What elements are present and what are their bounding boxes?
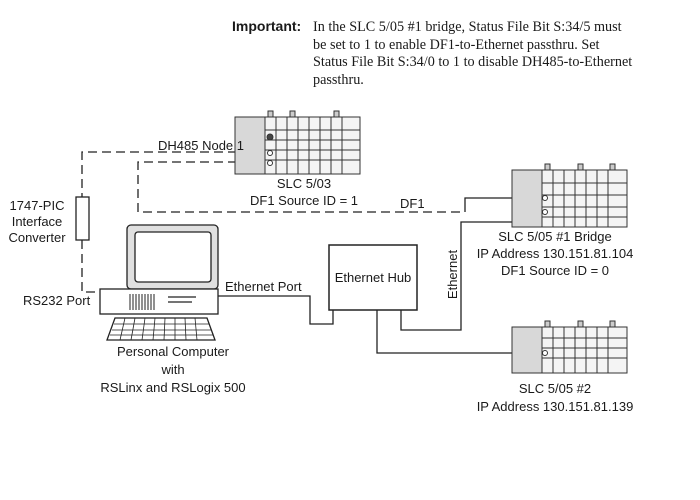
- note-label: Important:: [232, 18, 302, 34]
- pic-converter-box: [75, 196, 90, 241]
- hub-slc2-cable: [376, 310, 542, 354]
- bridge-df1-id: DF1 Source ID = 0: [500, 263, 610, 278]
- slc-503-name: SLC 5/03: [276, 176, 332, 191]
- ethernet-port-label: Ethernet Port: [225, 279, 302, 294]
- rs232-port-label: RS232 Port: [23, 293, 91, 308]
- ethernet-hub-label: Ethernet Hub: [334, 270, 412, 285]
- ethernet-hub-box: [328, 244, 418, 311]
- pc-label-line1: Personal Computer: [117, 344, 229, 359]
- df1-link-label: DF1: [400, 196, 425, 211]
- bridge-label-line1: SLC 5/05 #1 Bridge: [498, 229, 612, 244]
- slc-505-2-rack-icon: [511, 320, 628, 374]
- slc-505-bridge-rack-icon: [511, 163, 628, 228]
- pic-label-line1: 1747-PIC: [9, 198, 65, 213]
- dh485-node-label: DH485 Node 1: [158, 138, 244, 153]
- pc-label-line3: RSLinx and RSLogix 500: [100, 380, 246, 395]
- pc-label-line2: with: [161, 362, 185, 377]
- pic-label-line2: Interface: [11, 214, 63, 229]
- ethernet-vertical-label: Ethernet: [445, 249, 461, 300]
- pic-label-line3: Converter: [8, 230, 66, 245]
- slc-503-df1-id: DF1 Source ID = 1: [249, 193, 359, 208]
- dh485-cable-lower: [81, 240, 97, 293]
- personal-computer-icon: [99, 224, 219, 341]
- dh485-cable: [81, 151, 265, 197]
- pc-hub-cable: [218, 295, 334, 325]
- slc2-label-line1: SLC 5/05 #2: [518, 381, 592, 396]
- slc-503-rack-icon: [234, 110, 361, 175]
- bridge-ip-address: IP Address 130.151.81.104: [476, 246, 634, 261]
- note-text: In the SLC 5/05 #1 bridge, Status File B…: [313, 19, 633, 88]
- slc2-ip-address: IP Address 130.151.81.139: [476, 399, 634, 414]
- df1-cable: [137, 161, 465, 213]
- hub-bridge-cable: [400, 221, 542, 331]
